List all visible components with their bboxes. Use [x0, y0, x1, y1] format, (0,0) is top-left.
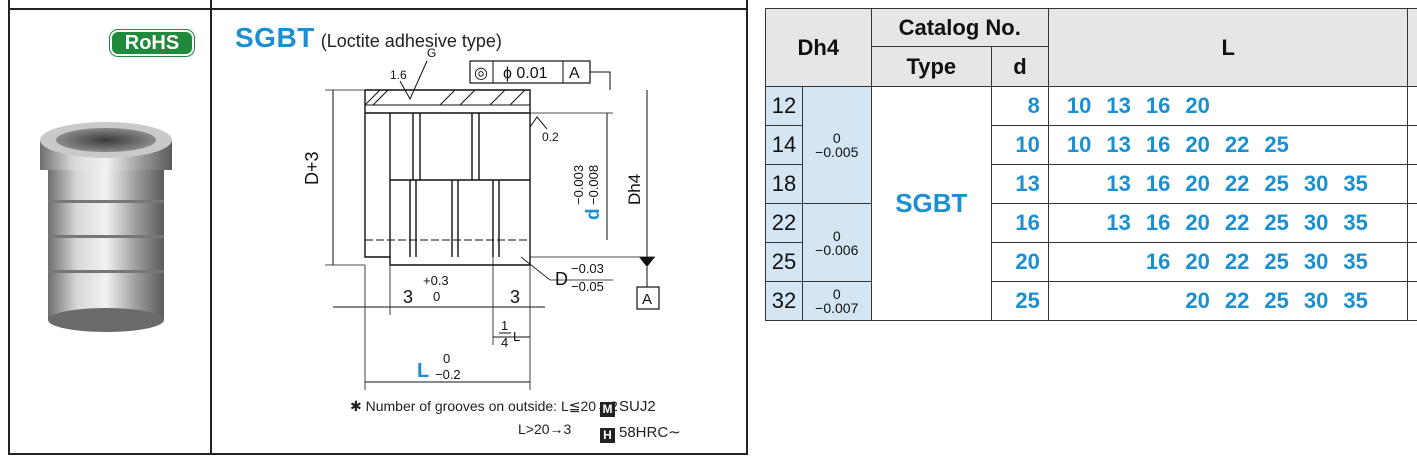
- product-panel: RoHS SGBT(Loctite adhesive type): [8, 0, 748, 455]
- tolerance-cell: 0−0.006: [801, 203, 872, 282]
- roughness-label: 1.6: [390, 68, 407, 82]
- material-text: SUJ2: [619, 398, 656, 415]
- header-d: d: [991, 46, 1049, 87]
- dim-quarter-L: L: [513, 329, 520, 344]
- concentricity-icon: ◎: [474, 65, 488, 82]
- hardness-text: 58HRC∼: [619, 424, 681, 441]
- product-title: SGBT(Loctite adhesive type): [235, 22, 502, 54]
- d-cell: 10: [991, 125, 1049, 165]
- dh4-cell: 22: [765, 203, 803, 243]
- dim-dh4: Dh4: [625, 174, 644, 205]
- dh4-cell: 25: [765, 242, 803, 282]
- column-divider: [210, 0, 212, 453]
- material-icon: M: [600, 402, 615, 417]
- chamfer-label: 0.2: [542, 130, 559, 144]
- product-description: (Loctite adhesive type): [320, 31, 502, 51]
- dim-D-lower: −0.05: [571, 279, 604, 294]
- type-cell: SGBT: [870, 86, 993, 321]
- d-cell: 25: [991, 281, 1049, 321]
- spec-table: Dh4 Catalog No. L Type d 12 0−0.005 SGBT…: [765, 8, 1417, 321]
- hardness-icon: H: [600, 428, 615, 443]
- dim-L-upper: 0: [443, 351, 450, 366]
- tolerance-value: ϕ 0.01: [503, 65, 548, 82]
- dim-d-upper: −0.003: [571, 165, 586, 205]
- tolerance-cell: 0−0.005: [801, 86, 872, 204]
- datum-ref: A: [569, 65, 580, 82]
- header-cut: [1407, 8, 1417, 87]
- dim-L-lower: −0.2: [435, 367, 461, 382]
- bushing-photo: [40, 122, 172, 332]
- datum-box: A: [642, 291, 652, 308]
- material-spec: M SUJ2 H 58HRC∼: [600, 398, 681, 449]
- svg-text:1: 1: [501, 318, 508, 333]
- dh4-cell: 12: [765, 86, 803, 126]
- dh4-cell: 32: [765, 281, 803, 321]
- d-cell: 20: [991, 242, 1049, 282]
- note-line-2: L>20→3: [518, 421, 572, 437]
- dim-d-lower: −0.008: [586, 165, 601, 205]
- header-L: L: [1047, 8, 1409, 87]
- d-cell: 13: [991, 164, 1049, 204]
- dim-d3: D+3: [302, 151, 322, 185]
- dim-3b: 3: [510, 287, 520, 307]
- dim-3a-lower: 0: [433, 289, 440, 304]
- dh4-cell: 18: [765, 164, 803, 204]
- header-type: Type: [870, 46, 993, 87]
- note-line-1: ✱ Number of grooves on outside: L≦20→2: [350, 398, 618, 414]
- product-code: SGBT: [235, 22, 315, 53]
- technical-drawing: D+3 1.6 G ◎ ϕ 0.01 A 0.2 d −0.003 −0.008…: [302, 46, 660, 390]
- header-catalog: Catalog No.: [870, 8, 1049, 47]
- groove-label: G: [427, 46, 436, 60]
- d-cell: 8: [991, 86, 1049, 126]
- top-strip: [10, 0, 746, 10]
- rohs-badge: RoHS: [110, 30, 194, 56]
- svg-text:4: 4: [501, 335, 508, 350]
- groove-notes: ✱ Number of grooves on outside: L≦20→2 L…: [350, 398, 618, 437]
- header-dh4: Dh4: [765, 8, 872, 87]
- dh4-cell: 14: [765, 125, 803, 165]
- dim-3a-upper: +0.3: [423, 273, 449, 288]
- dim-D-upper: −0.03: [571, 261, 604, 276]
- dim-D: D: [555, 269, 568, 289]
- d-cell: 16: [991, 203, 1049, 243]
- dim-d-label: d: [583, 208, 604, 220]
- tolerance-cell: 0−0.007: [801, 281, 872, 321]
- dim-3a: 3: [403, 287, 413, 307]
- dim-L: L: [417, 360, 429, 382]
